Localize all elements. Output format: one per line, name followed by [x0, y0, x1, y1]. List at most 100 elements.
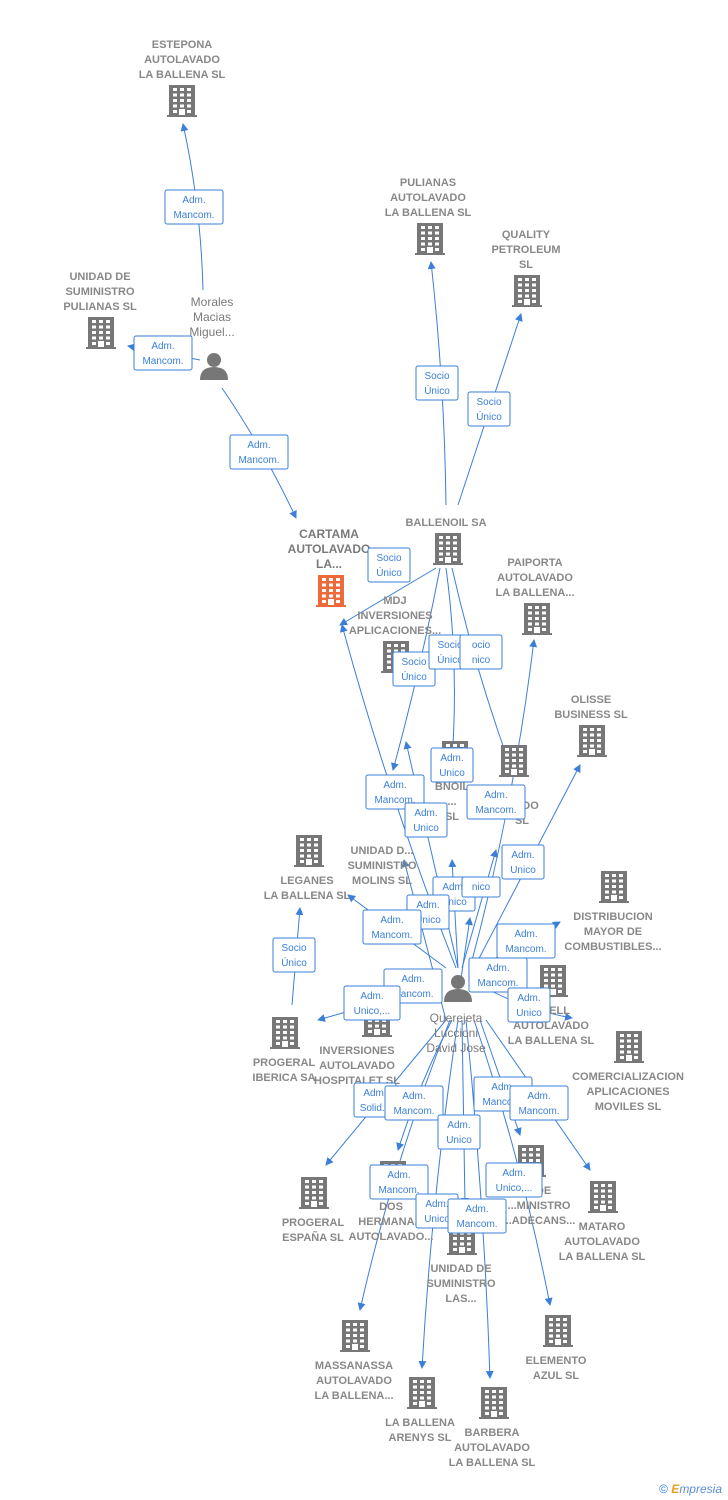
node-label: MATARO — [579, 1221, 626, 1233]
edge-role-label[interactable]: Adm.Mancom. — [365, 774, 425, 810]
building-icon — [543, 1315, 573, 1347]
edge-role-label[interactable]: Adm.Unico — [437, 1114, 481, 1150]
edge-role-label[interactable]: Adm.Mancom. — [447, 1198, 507, 1234]
node-label: DISTRIBUCION — [573, 911, 653, 923]
node-label: LA BALLENA... — [314, 1390, 393, 1402]
edge-role-text: Mancom. — [505, 944, 546, 955]
building-icon — [415, 223, 445, 255]
node-label: SUMINISTRO — [65, 286, 135, 298]
edge-role-label[interactable]: Adm.Mancom. — [384, 1085, 444, 1121]
node-label: MAYOR DE — [584, 926, 642, 938]
node-label: INVERSIONES — [357, 610, 432, 622]
edge-role-label[interactable]: Adm.Mancom. — [229, 434, 289, 470]
edge-role-text: Único — [437, 653, 463, 666]
node-label: ... — [447, 796, 456, 808]
edge-role-text: Único — [281, 956, 307, 969]
edge-role-label[interactable]: Adm.Unico,... — [485, 1162, 543, 1198]
edge-role-text: Adm. — [380, 915, 403, 926]
edge-role-label[interactable]: Adm.Mancom. — [369, 1164, 429, 1200]
edge-role-label[interactable]: Adm.Mancom. — [133, 335, 193, 371]
edge-role-label[interactable]: Adm.Unico — [501, 844, 545, 880]
node-label: PULIANAS SL — [63, 301, 137, 313]
edge-role-text: Adm. — [527, 1091, 550, 1102]
edge-role-label[interactable]: Adm.Mancom. — [164, 189, 224, 225]
building-icon — [499, 745, 529, 777]
node-unidad-las[interactable]: UNIDAD DESUMINISTROLAS... — [426, 1223, 496, 1305]
edge-role-text: Unico — [439, 768, 465, 779]
node-morales[interactable]: MoralesMaciasMiguel... — [189, 295, 235, 380]
edge-role-text: Adm. — [363, 1088, 386, 1099]
edge-role-text: Adm. — [491, 1082, 514, 1093]
edge-role-label[interactable]: Adm.Unico — [507, 987, 551, 1023]
edge-role-label[interactable]: Adm.Unico — [430, 747, 474, 783]
relationship-edge — [339, 567, 437, 626]
edge-role-label[interactable]: Adm.Mancom. — [468, 957, 528, 993]
edge-role-label[interactable]: nico — [461, 876, 501, 898]
node-label: LA BALLENA SL — [449, 1457, 536, 1469]
edge-role-text: Mancom. — [238, 455, 279, 466]
edge-role-text: Único — [376, 566, 402, 579]
node-label: APLICACIONES... — [349, 625, 441, 637]
node-unidad-pulianas[interactable]: UNIDAD DE SUMINISTRO PULIANAS SL — [63, 271, 137, 349]
edge-role-label[interactable]: Adm.Mancom. — [496, 923, 556, 959]
node-label: BARBERA — [465, 1427, 520, 1439]
edge-role-text: Socio — [281, 943, 306, 954]
node-cartama[interactable]: CARTAMAAUTOLAVADOLA... — [288, 527, 371, 607]
edge-role-text: Adm. — [383, 780, 406, 791]
building-icon — [316, 575, 346, 607]
node-autolavado-s[interactable]: S...ADOSL — [499, 745, 539, 827]
edge-role-text: Socio — [376, 553, 401, 564]
node-label: BALLENOIL SA — [405, 517, 486, 529]
edge-role-text: Unico — [516, 1008, 542, 1019]
node-label: LA... — [316, 557, 342, 571]
node-label: ESTEPONA — [152, 39, 213, 51]
node-label: AUTOLAVADO — [316, 1375, 392, 1387]
edge-role-text: Mancom. — [392, 989, 433, 1000]
edge-role-label[interactable]: Adm.Unico — [404, 802, 448, 838]
node-label: LA BALLENA SL — [139, 69, 226, 81]
node-label: PULIANAS — [400, 177, 456, 189]
empresia-logo[interactable]: Empresia — [671, 1482, 722, 1496]
edge-role-label[interactable]: Adm.Mancom. — [362, 909, 422, 945]
edge-role-text: Único — [424, 384, 450, 397]
edge-role-label[interactable]: Adm.Mancom. — [466, 784, 526, 820]
node-label: INVERSIONES — [319, 1045, 394, 1057]
edge-role-text: Mancom. — [378, 1185, 419, 1196]
node-label: ELEMENTO — [526, 1355, 587, 1367]
building-icon — [167, 85, 197, 117]
edge-role-label[interactable]: Adm.Mancom. — [509, 1085, 569, 1121]
node-ballenoil[interactable]: BALLENOIL SA — [405, 517, 487, 565]
building-icon — [599, 871, 629, 903]
node-label: SUMINISTRO — [426, 1278, 496, 1290]
node-label: UNIDAD D... — [351, 845, 414, 857]
node-label: UNIDAD DE — [69, 271, 130, 283]
edge-label-layer: Adm.Mancom.Adm.Mancom.Adm.Mancom.SocioÚn… — [133, 189, 569, 1234]
node-label: LA BALLENA SL — [264, 890, 351, 902]
edge-role-label[interactable]: Adm.Unico,... — [343, 985, 401, 1021]
node-label: UNIDAD DE — [430, 1263, 491, 1275]
edge-role-text: Mancom. — [477, 978, 518, 989]
